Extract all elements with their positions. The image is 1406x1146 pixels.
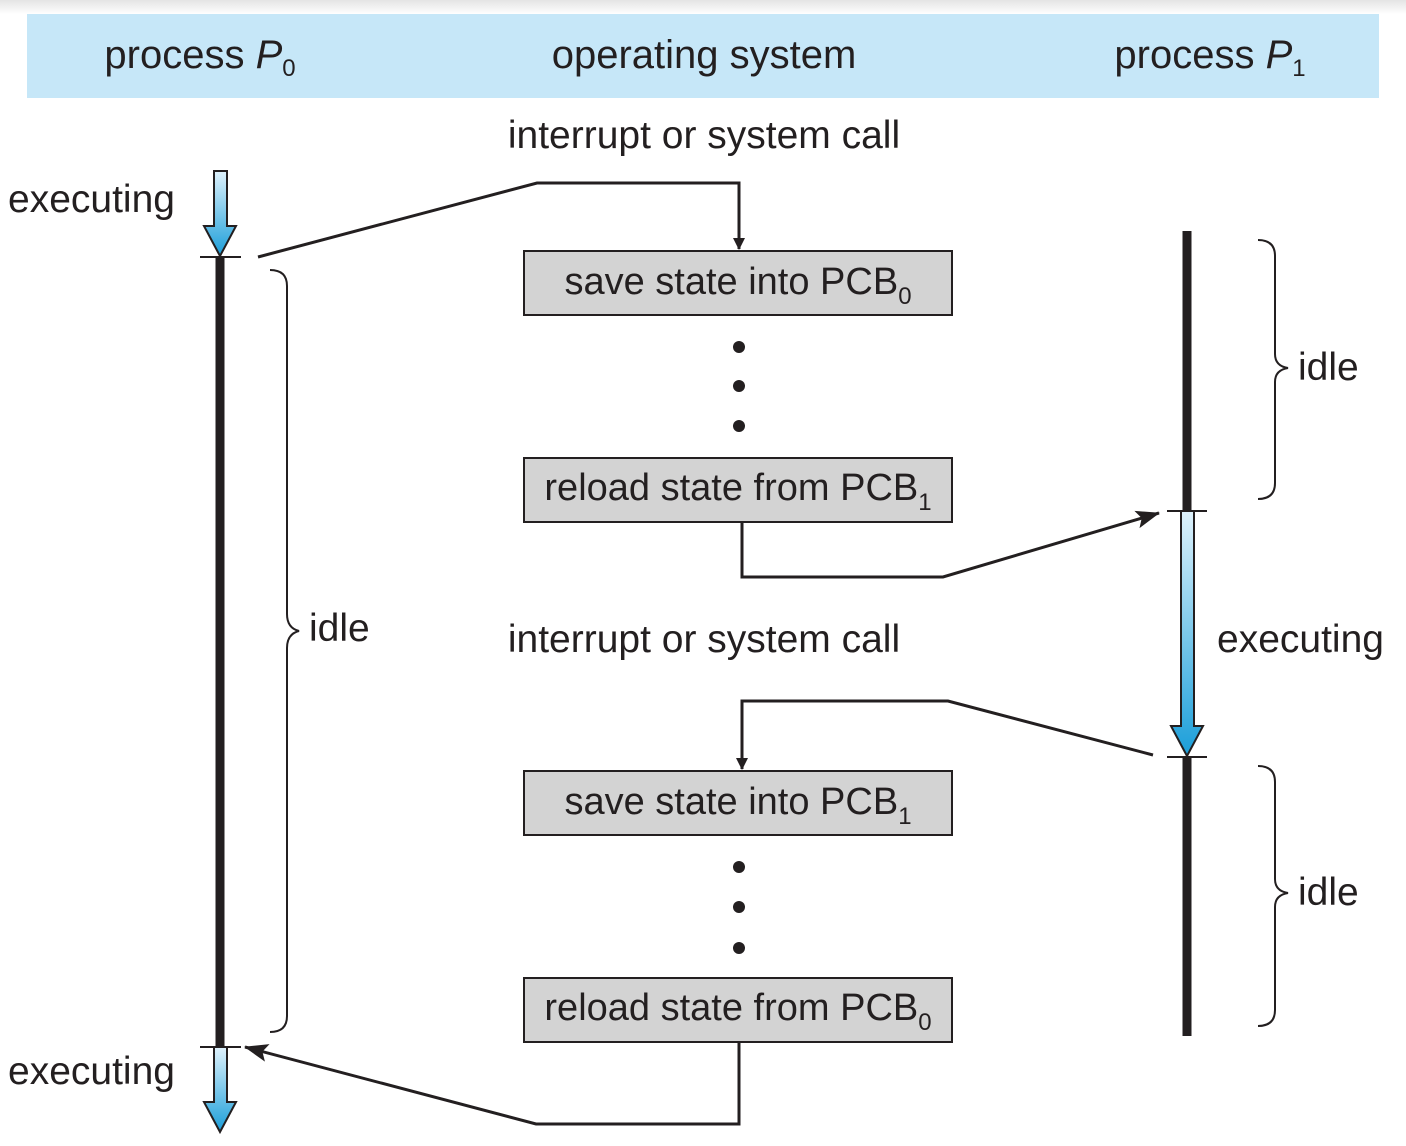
box-text: save state into PCB bbox=[564, 261, 898, 303]
os-box-reload-pcb1: reload state from PCB1 bbox=[523, 457, 953, 523]
box-label: save state into PCB0 bbox=[564, 261, 911, 310]
box-rect bbox=[523, 770, 953, 836]
flow-p1-to-save-pcb1 bbox=[736, 699, 1154, 770]
os-box-save-pcb1: save state into PCB1 bbox=[523, 770, 953, 836]
box-subscript: 0 bbox=[918, 1009, 931, 1036]
header-p0-sub: 0 bbox=[282, 55, 295, 82]
header-p0-var: P bbox=[256, 33, 283, 77]
p1-executing-label: executing bbox=[1217, 618, 1384, 661]
p1-executing-arrow bbox=[1169, 510, 1205, 759]
process-p0-timeline: executing idle executing bbox=[8, 170, 370, 1135]
dot bbox=[733, 861, 745, 873]
box-text: save state into PCB bbox=[564, 781, 898, 823]
interrupt-label-2: interrupt or system call bbox=[508, 618, 900, 661]
p1-idle-brace-top bbox=[1257, 239, 1289, 500]
box-subscript: 1 bbox=[918, 489, 931, 516]
window-top-shade bbox=[0, 0, 1406, 14]
p0-idle-label: idle bbox=[309, 607, 370, 650]
dot bbox=[733, 341, 745, 353]
dot bbox=[733, 380, 745, 392]
header-p0-prefix: process bbox=[104, 33, 255, 77]
box-label: save state into PCB1 bbox=[564, 781, 911, 830]
header-p1-prefix: process bbox=[1114, 33, 1265, 77]
process-p1-timeline: idle executing idle bbox=[1167, 231, 1384, 1036]
flow-reload-pcb1-to-p1 bbox=[740, 510, 1160, 579]
box-text: reload state from PCB bbox=[544, 987, 918, 1029]
box-subscript: 1 bbox=[898, 803, 911, 830]
box-text: reload state from PCB bbox=[544, 467, 918, 509]
p0-executing-top-arrow bbox=[202, 170, 238, 259]
flow-p0-to-save-pcb0 bbox=[257, 181, 745, 259]
interrupt-label-1: interrupt or system call bbox=[508, 114, 900, 157]
box-rect bbox=[523, 457, 953, 523]
ellipsis-dots-top bbox=[733, 341, 745, 432]
box-subscript: 0 bbox=[898, 283, 911, 310]
p1-idle-top-label: idle bbox=[1298, 346, 1359, 389]
p0-idle-brace bbox=[269, 269, 300, 1033]
flow-reload-pcb0-to-p0 bbox=[244, 1042, 741, 1126]
header-process-p0: process P0 bbox=[104, 33, 295, 82]
header-p1-var: P bbox=[1266, 33, 1293, 77]
p1-idle-brace-bottom bbox=[1257, 765, 1289, 1027]
p0-executing-top-label: executing bbox=[8, 178, 175, 221]
header-band bbox=[27, 14, 1379, 98]
dot bbox=[733, 420, 745, 432]
os-box-save-pcb0: save state into PCB0 bbox=[523, 250, 953, 316]
p0-executing-bottom-label: executing bbox=[8, 1050, 175, 1093]
box-label: reload state from PCB0 bbox=[544, 987, 931, 1036]
box-label: reload state from PCB1 bbox=[544, 467, 931, 516]
header-p1-sub: 1 bbox=[1292, 55, 1305, 82]
box-rect bbox=[523, 250, 953, 316]
p1-idle-bottom-label: idle bbox=[1298, 871, 1359, 914]
ellipsis-dots-bottom bbox=[733, 861, 745, 954]
dot bbox=[733, 901, 745, 913]
os-box-reload-pcb0: reload state from PCB0 bbox=[523, 977, 953, 1043]
header-process-p1: process P1 bbox=[1114, 33, 1305, 82]
p0-executing-bottom-arrow bbox=[202, 1046, 238, 1135]
dot bbox=[733, 942, 745, 954]
header-operating-system: operating system bbox=[552, 33, 857, 77]
